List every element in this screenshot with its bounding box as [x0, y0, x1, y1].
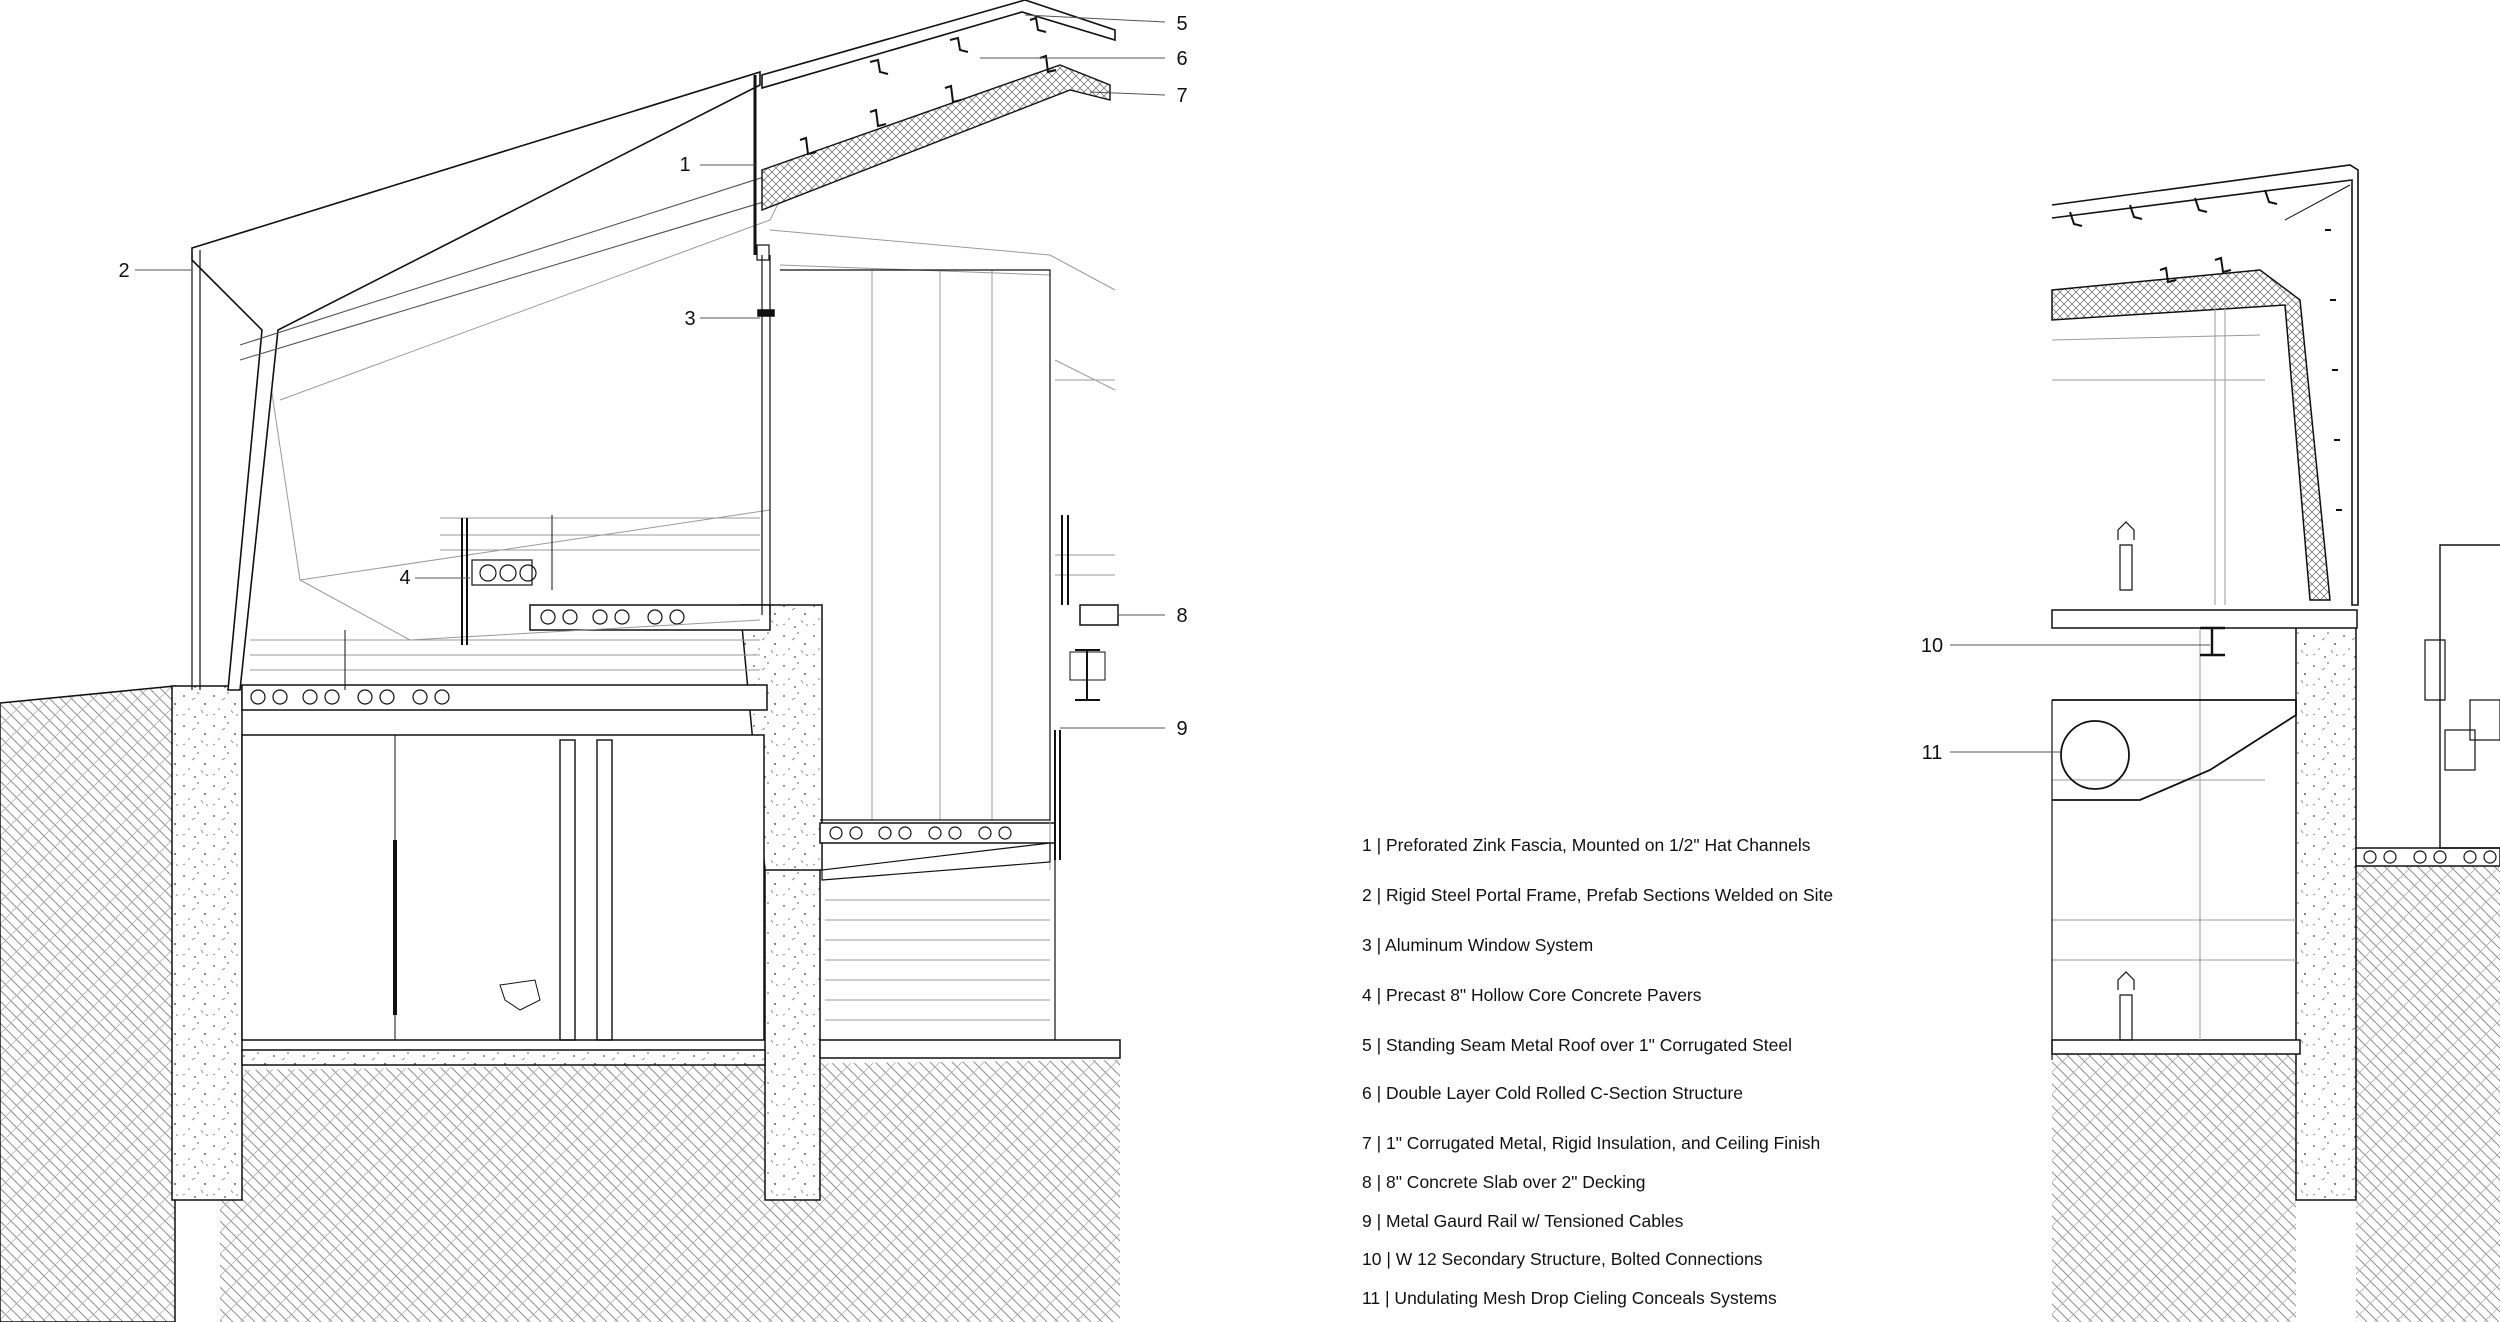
legend-item-10: 10 | W 12 Secondary Structure, Bolted Co…: [1362, 1249, 1763, 1269]
legend-item-1: 1 | Preforated Zink Fascia, Mounted on 1…: [1362, 835, 1811, 855]
callout-7: 7: [1176, 85, 1187, 107]
callout-2: 2: [118, 260, 129, 282]
legend-item-6: 6 | Double Layer Cold Rolled C-Section S…: [1362, 1083, 1743, 1103]
legend-item-9: 9 | Metal Gaurd Rail w/ Tensioned Cables: [1362, 1211, 1684, 1231]
legend-item-8: 8 | 8" Concrete Slab over 2" Decking: [1362, 1172, 1646, 1192]
callout-6: 6: [1176, 48, 1187, 70]
callout-3: 3: [684, 308, 695, 330]
floor-slab-left: [241, 684, 768, 711]
standing-seam-roof: [761, 0, 1116, 90]
portal-frame: [191, 70, 761, 691]
callout-10: 10: [1921, 635, 1943, 657]
foundation-footing: [241, 1049, 766, 1066]
lower-room: [241, 734, 765, 1041]
legend-item-5: 5 | Standing Seam Metal Roof over 1" Cor…: [1362, 1035, 1793, 1055]
callout-leaders-left: [135, 14, 1166, 729]
ground-hatch-center: [220, 1060, 1120, 1322]
callout-11: 11: [1922, 742, 1943, 764]
ground-hatch-left: [0, 685, 176, 1322]
foundation-wall-left: [171, 685, 243, 1201]
callout-9: 9: [1176, 718, 1187, 740]
legend-item-7: 7 | 1" Corrugated Metal, Rigid Insulatio…: [1362, 1133, 1821, 1153]
callout-labels: 1 2 3 4 5 6 7 8 9 10 11: [118, 13, 1943, 764]
legend-item-4: 4 | Precast 8" Hollow Core Concrete Pave…: [1362, 985, 1702, 1005]
floor-slab-right: [819, 822, 1056, 844]
callout-8: 8: [1176, 605, 1187, 627]
callout-leaders-right: [1950, 644, 2210, 753]
right-concrete-wall: [2295, 624, 2357, 1201]
right-section: [2051, 164, 2500, 1322]
legend-item-11: 11 | Undulating Mesh Drop Cieling Concea…: [1362, 1288, 1777, 1308]
legend-item-2: 2 | Rigid Steel Portal Frame, Prefab Sec…: [1362, 885, 1834, 905]
ground-hatch-right: [2052, 1050, 2296, 1322]
right-insulation: [2051, 269, 2331, 601]
legend-item-3: 3 | Aluminum Window System: [1362, 935, 1594, 955]
callout-5: 5: [1176, 13, 1187, 35]
callout-4: 4: [399, 567, 410, 589]
left-section: [0, 0, 1121, 1322]
callout-1: 1: [679, 154, 690, 176]
rigid-insulation: [761, 64, 1111, 212]
